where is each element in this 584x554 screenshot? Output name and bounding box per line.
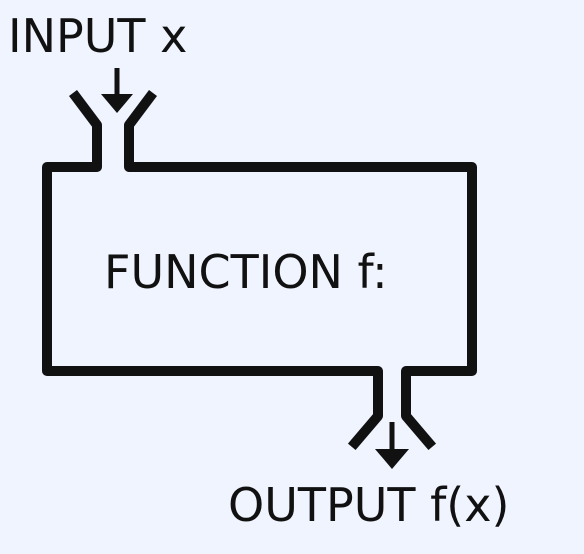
function-label: FUNCTION f: xyxy=(104,245,388,299)
output-arrow-head xyxy=(375,449,409,469)
input-label: INPUT x xyxy=(8,9,187,63)
machine-body xyxy=(42,90,477,451)
output-label: OUTPUT f(x) xyxy=(228,478,509,532)
input-arrow-head xyxy=(101,94,133,113)
